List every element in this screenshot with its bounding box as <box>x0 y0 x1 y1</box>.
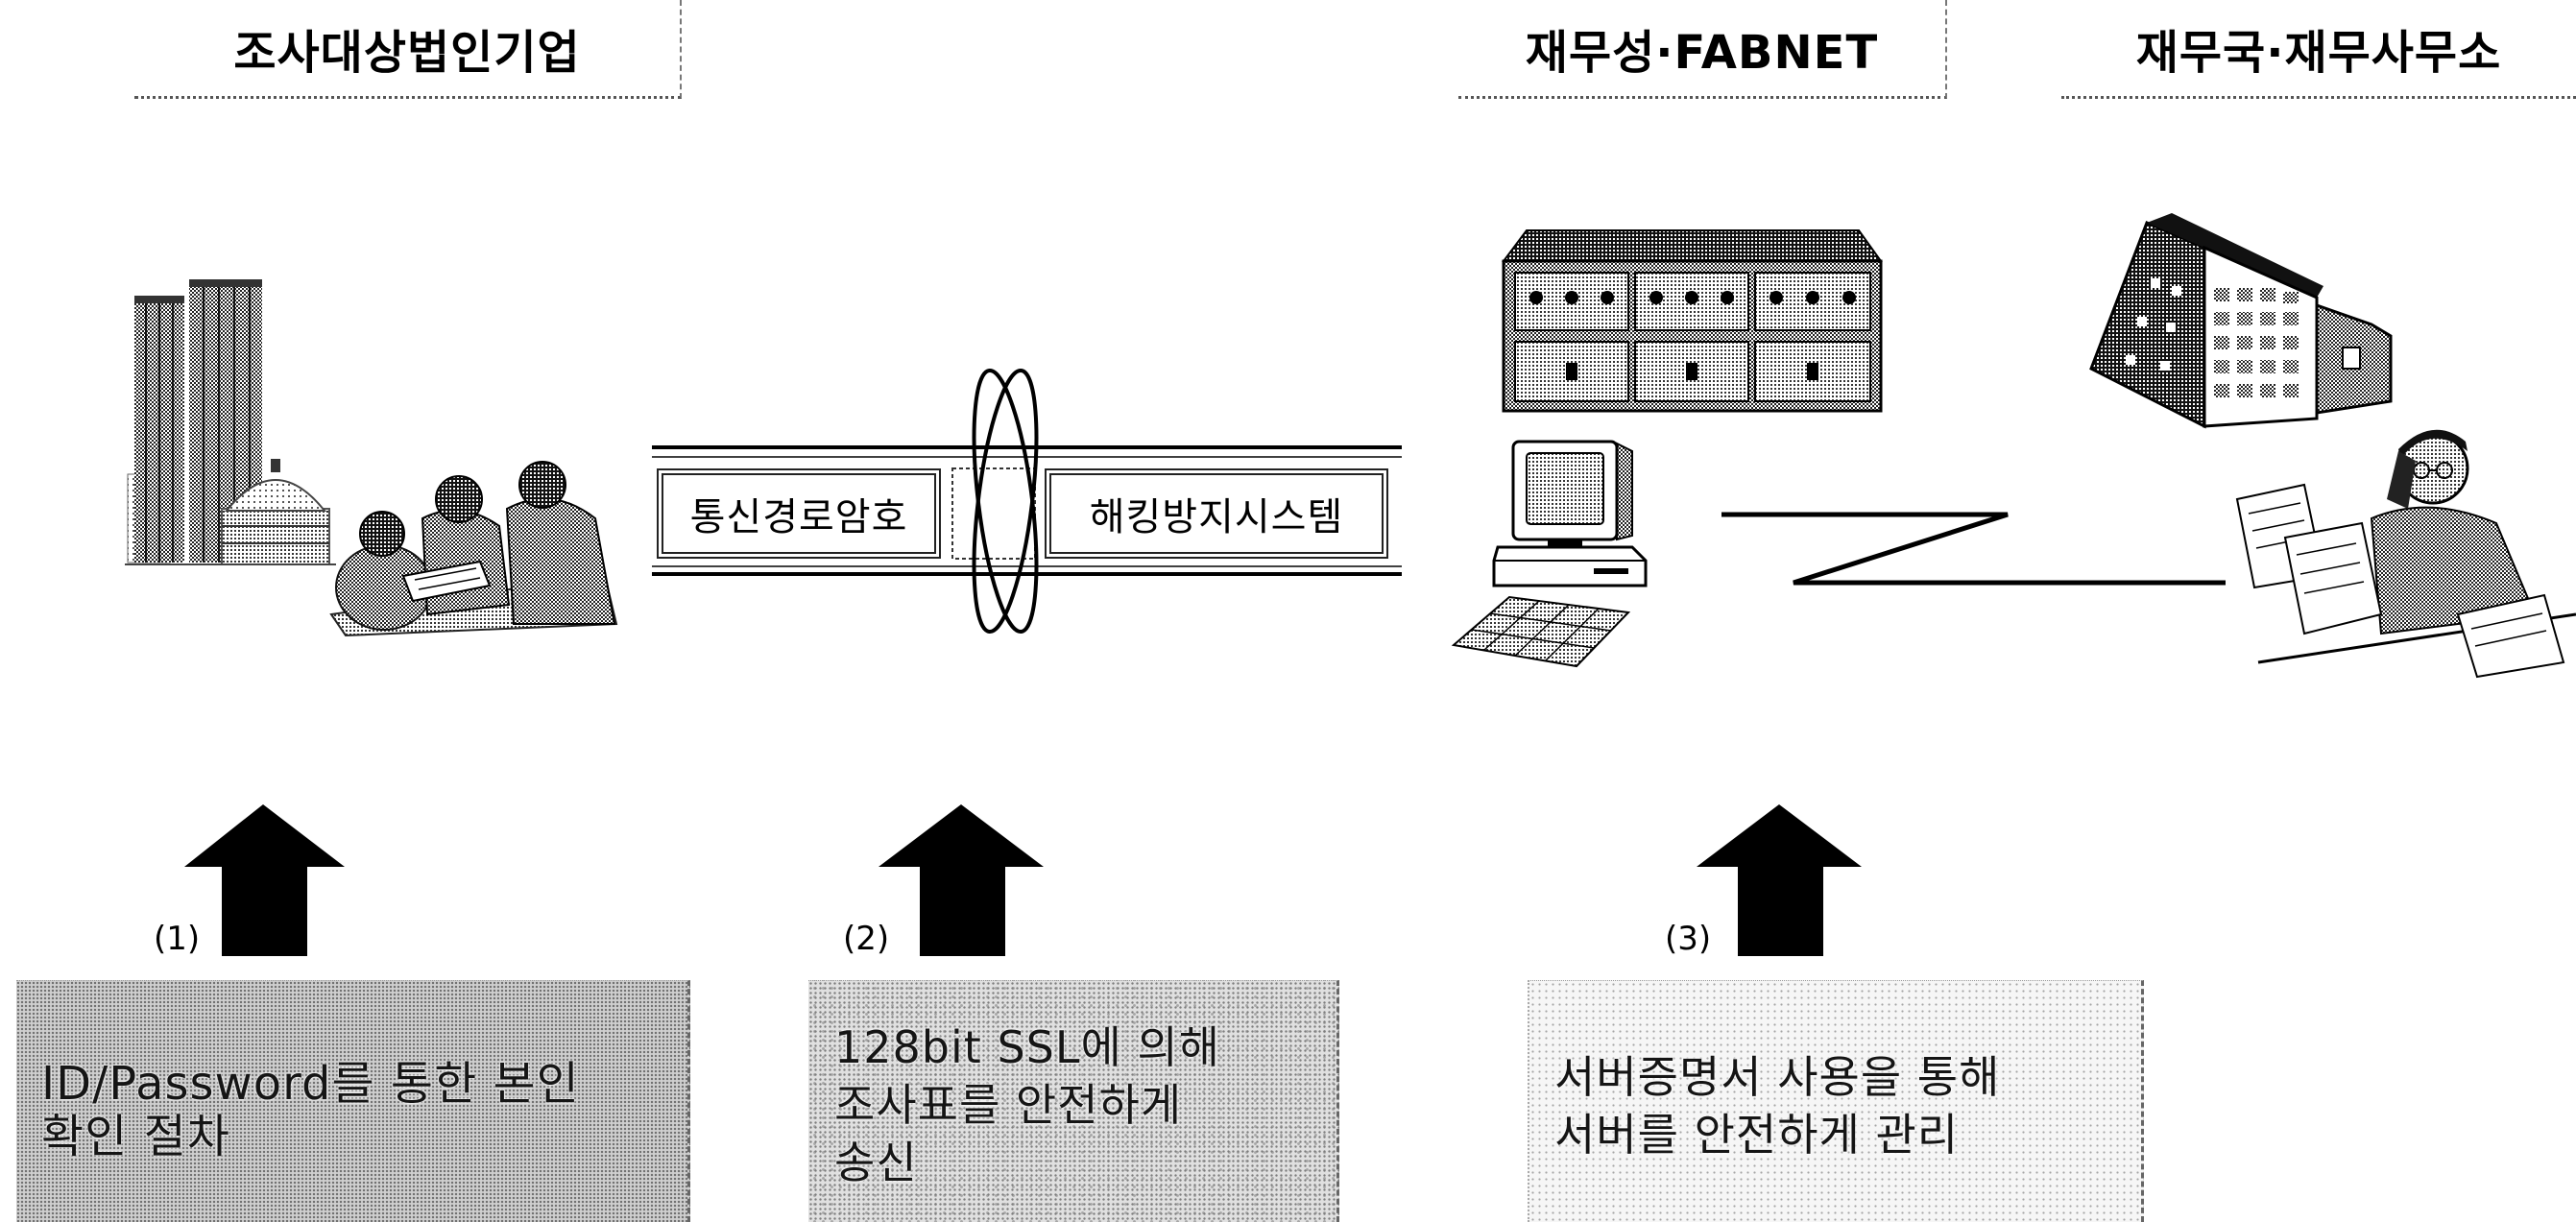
header-finance-bureau: 재무국·재무사무소 <box>2061 0 2576 99</box>
step-2-number: (2) <box>843 920 890 958</box>
business-people-icon <box>329 461 618 637</box>
anti-hacking-system-label: 해킹방지시스템 <box>1045 468 1388 559</box>
step-3-line: 서버증명서 사용을 통해 <box>1554 1051 2001 1103</box>
office-building-icon <box>2089 213 2393 429</box>
server-rack-icon <box>1502 229 1883 413</box>
step-1-description: ID/Password를 통한 본인 확인 절차 <box>16 980 690 1222</box>
desktop-computer-icon <box>1451 440 1648 668</box>
step-3-description: 서버증명서 사용을 통해 서버를 안전하게 관리 <box>1528 980 2144 1222</box>
step-1-line: 확인 절차 <box>41 1110 230 1163</box>
header-ministry-fabnet: 재무성·FABNET <box>1458 0 1947 99</box>
step-2-line: 송신 <box>834 1137 918 1188</box>
step-2-up-arrow-icon <box>879 804 1044 956</box>
encryption-ring-icon <box>972 368 1039 635</box>
step-1-line: ID/Password를 통한 본인 <box>41 1057 580 1111</box>
office-worker-icon <box>2235 429 2576 679</box>
step-1-up-arrow-icon <box>184 804 345 956</box>
office-towers-icon <box>125 279 336 565</box>
step-1-number: (1) <box>154 920 201 958</box>
channel-encryption-label: 통신경로암호 <box>657 468 941 559</box>
step-3-line: 서버를 안전하게 관리 <box>1554 1109 1960 1161</box>
step-2-description: 128bit SSL에 의해 조사표를 안전하게 송신 <box>808 980 1339 1222</box>
network-link-icon <box>1721 512 2226 586</box>
step-2-line: 128bit SSL에 의해 <box>834 1021 1221 1073</box>
step-3-number: (3) <box>1665 920 1712 958</box>
header-corporation: 조사대상법인기업 <box>134 0 682 99</box>
step-2-line: 조사표를 안전하게 <box>834 1079 1183 1131</box>
step-3-up-arrow-icon <box>1697 804 1862 956</box>
